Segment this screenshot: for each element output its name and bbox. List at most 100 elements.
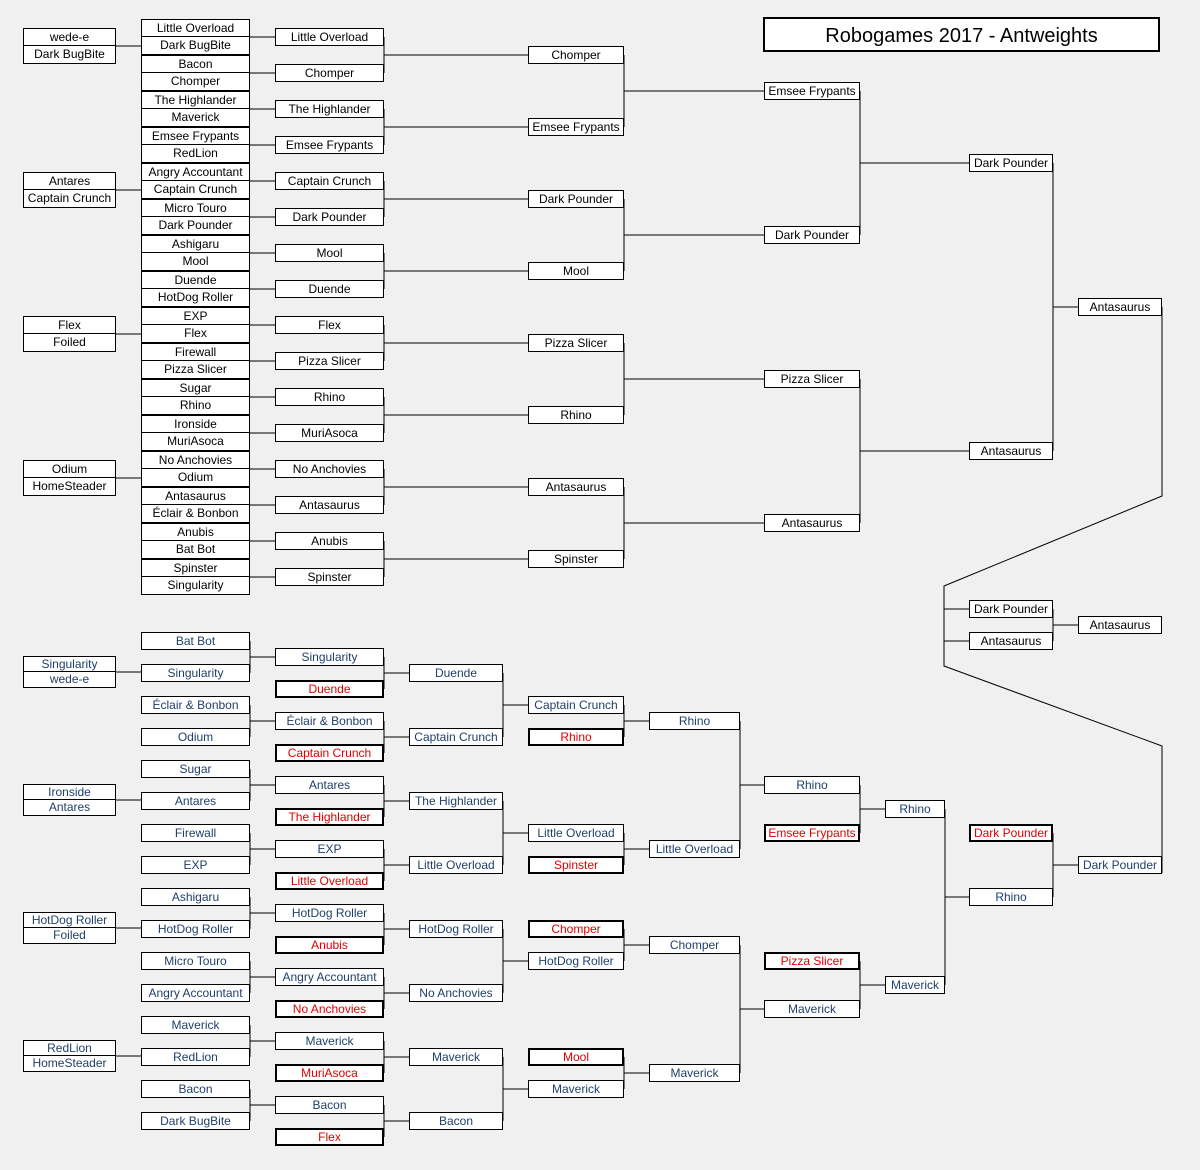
losers-playin-entrant: Foiled [23,928,116,944]
round1-entrant: Angry Accountant [141,163,250,181]
losers-r3-entrant: Captain Crunch [409,728,503,746]
dropped-entrant: Spinster [528,856,624,874]
round1-entrant: MuriAsoca [141,433,250,451]
losers-r1-entrant: Bacon [141,1080,250,1098]
round3-entrant: Chomper [528,46,624,64]
losers-r4-entrant: Maverick [528,1080,624,1098]
losers-r1-entrant: Dark BugBite [141,1112,250,1130]
grand-champion: Antasaurus [1078,616,1162,634]
dropped-entrant: MuriAsoca [275,1064,384,1082]
losers-playin-entrant: Singularity [23,656,116,672]
losers-r1-entrant: HotDog Roller [141,920,250,938]
round1-entrant: Duende [141,271,250,289]
round1-entrant: Mool [141,253,250,271]
losers-r7-entrant: Rhino [885,800,945,818]
round2-entrant: Chomper [275,64,384,82]
dropped-entrant: Mool [528,1048,624,1066]
round3-entrant: Dark Pounder [528,190,624,208]
round3-entrant: Mool [528,262,624,280]
losers-r5-entrant: Chomper [649,936,740,954]
losers-playin-entrant: Antares [23,800,116,816]
round4-entrant: Antasaurus [764,514,860,532]
round2-entrant: Captain Crunch [275,172,384,190]
round1-entrant: No Anchovies [141,451,250,469]
round1-entrant: Antasaurus [141,487,250,505]
dropped-entrant: Chomper [528,920,624,938]
round1-entrant: HotDog Roller [141,289,250,307]
round1-entrant: Ashigaru [141,235,250,253]
round1-entrant: Dark BugBite [141,37,250,55]
round1-entrant: Bat Bot [141,541,250,559]
playin-entrant: Odium [23,460,116,478]
round1-entrant: RedLion [141,145,250,163]
round4-entrant: Emsee Frypants [764,82,860,100]
losers-r1-entrant: Bat Bot [141,632,250,650]
round1-entrant: Dark Pounder [141,217,250,235]
finals-entrant: Antasaurus [969,632,1053,650]
finals-entrant: Dark Pounder [969,600,1053,618]
playin-entrant: Foiled [23,334,116,352]
losers-r3-entrant: Maverick [409,1048,503,1066]
round2-entrant: Antasaurus [275,496,384,514]
round4-entrant: Dark Pounder [764,226,860,244]
losers-playin-entrant: RedLion [23,1040,116,1056]
round1-entrant: EXP [141,307,250,325]
losers-r1-entrant: Ashigaru [141,888,250,906]
round1-entrant: Anubis [141,523,250,541]
round1-entrant: Pizza Slicer [141,361,250,379]
losers-r2-entrant: Antares [275,776,384,794]
round2-entrant: Rhino [275,388,384,406]
losers-r2-entrant: Singularity [275,648,384,666]
round2-entrant: No Anchovies [275,460,384,478]
round5-entrant: Dark Pounder [969,154,1053,172]
losers-r3-entrant: Little Overload [409,856,503,874]
playin-entrant: Captain Crunch [23,190,116,208]
round2-entrant: Flex [275,316,384,334]
round2-entrant: Spinster [275,568,384,586]
losers-r5-entrant: Maverick [649,1064,740,1082]
connector-line [943,307,1163,873]
round2-entrant: Emsee Frypants [275,136,384,154]
round2-entrant: Mool [275,244,384,262]
round1-entrant: Emsee Frypants [141,127,250,145]
round1-entrant: Chomper [141,73,250,91]
round2-entrant: Duende [275,280,384,298]
losers-r4-entrant: Captain Crunch [528,696,624,714]
losers-playin-entrant: wede-e [23,672,116,688]
playin-entrant: wede-e [23,28,116,46]
round1-entrant: Éclair & Bonbon [141,505,250,523]
winners-champion: Antasaurus [1078,298,1162,316]
round2-entrant: Little Overload [275,28,384,46]
round1-entrant: Firewall [141,343,250,361]
round1-entrant: Maverick [141,109,250,127]
round1-entrant: Singularity [141,577,250,595]
round1-entrant: Little Overload [141,19,250,37]
dropped-entrant: No Anchovies [275,1000,384,1018]
dropped-entrant: Emsee Frypants [764,824,860,842]
losers-r3-entrant: Duende [409,664,503,682]
round3-entrant: Emsee Frypants [528,118,624,136]
round3-entrant: Antasaurus [528,478,624,496]
losers-r5-entrant: Rhino [649,712,740,730]
dropped-entrant: Pizza Slicer [764,952,860,970]
playin-entrant: Dark BugBite [23,46,116,64]
losers-final-entrant: Dark Pounder [1078,856,1162,874]
losers-r1-entrant: Éclair & Bonbon [141,696,250,714]
losers-playin-entrant: Ironside [23,784,116,800]
round1-entrant: Micro Touro [141,199,250,217]
dropped-entrant: Anubis [275,936,384,954]
playin-entrant: Flex [23,316,116,334]
round5-entrant: Antasaurus [969,442,1053,460]
round1-entrant: The Highlander [141,91,250,109]
dropped-entrant: Rhino [528,728,624,746]
losers-r1-entrant: Singularity [141,664,250,682]
losers-r2-entrant: Éclair & Bonbon [275,712,384,730]
losers-r1-entrant: Firewall [141,824,250,842]
losers-r3-entrant: The Highlander [409,792,503,810]
losers-r1-entrant: Micro Touro [141,952,250,970]
dropped-entrant: Little Overload [275,872,384,890]
losers-r2-entrant: Bacon [275,1096,384,1114]
losers-r3-entrant: Bacon [409,1112,503,1130]
losers-r3-entrant: HotDog Roller [409,920,503,938]
